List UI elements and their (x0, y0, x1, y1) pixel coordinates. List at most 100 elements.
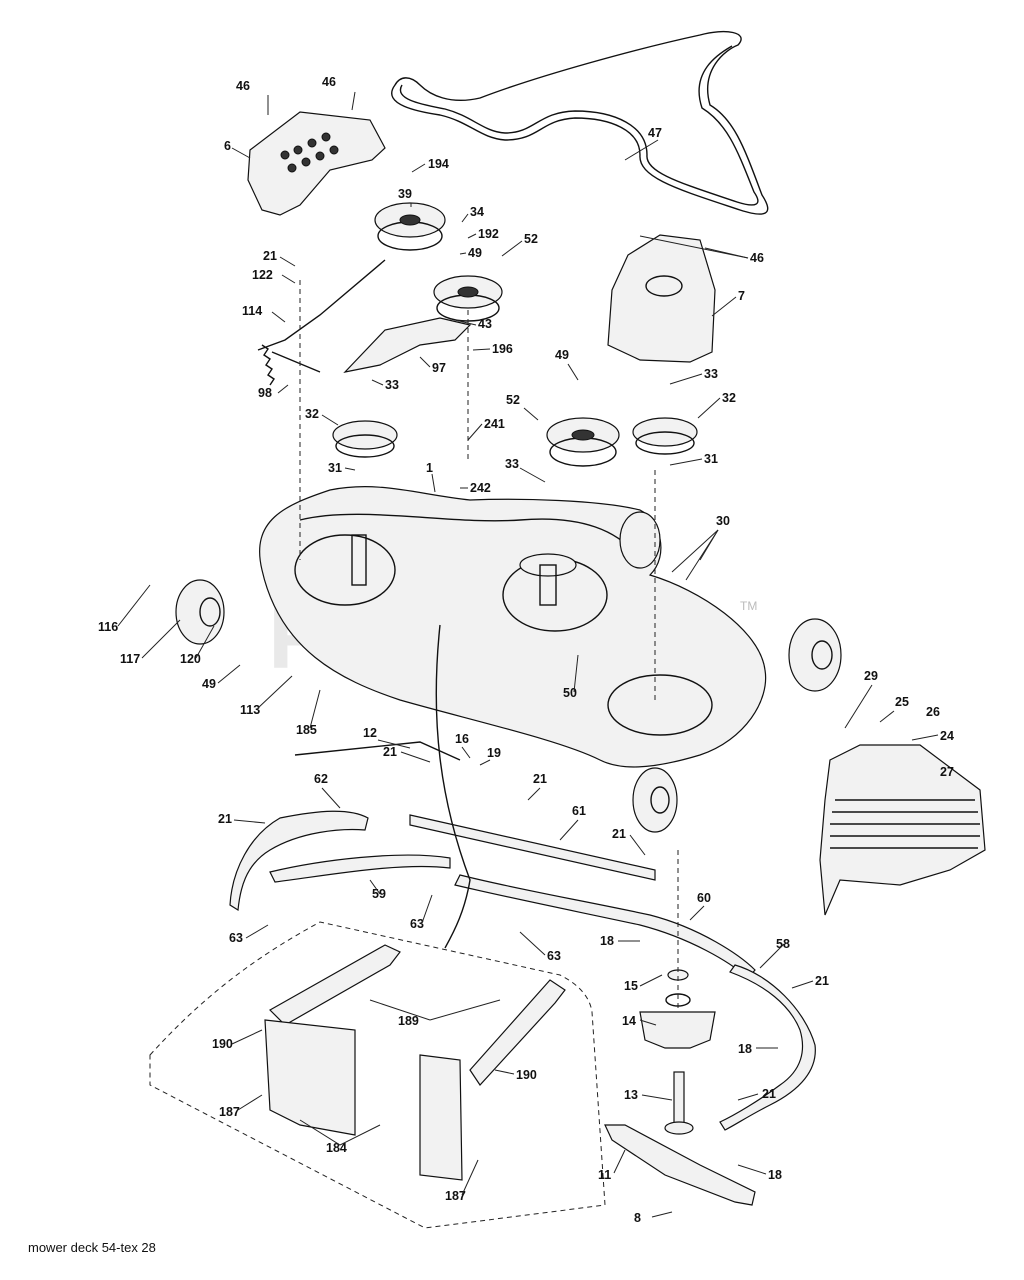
inset-link-189-right (469, 979, 566, 1086)
callout-33-c: 33 (704, 367, 718, 381)
belt-cover-right (607, 234, 716, 363)
callout-14: 14 (622, 1014, 636, 1028)
callout-58: 58 (776, 937, 790, 951)
inset-bracket-left (264, 1019, 356, 1136)
callout-13: 13 (624, 1088, 638, 1102)
spring-98 (261, 344, 321, 386)
callout-63-b: 63 (410, 917, 424, 931)
callout-29: 29 (864, 669, 878, 683)
lift-link-59 (269, 854, 451, 883)
callout-187-b: 187 (445, 1189, 466, 1203)
idler-pulley-39 (374, 202, 446, 251)
leader-lines (117, 91, 939, 1218)
callout-194: 194 (428, 157, 449, 171)
callout-185: 185 (296, 723, 317, 737)
callout-31-b: 31 (704, 452, 718, 466)
callout-21-e: 21 (612, 827, 626, 841)
callout-242: 242 (470, 481, 491, 495)
lift-arm-58 (719, 964, 816, 1131)
callout-50: 50 (563, 686, 577, 700)
lift-link-62 (229, 810, 369, 912)
callout-190-b: 190 (516, 1068, 537, 1082)
discharge-chute (819, 744, 986, 916)
lift-link-61 (409, 814, 656, 881)
callout-63-a: 63 (229, 931, 243, 945)
cover-vent-slots (280, 132, 339, 173)
callout-114: 114 (242, 304, 262, 318)
idler-pulley-52-upper (433, 275, 503, 322)
callout-31-a: 31 (328, 461, 342, 475)
callout-21-c: 21 (533, 772, 547, 786)
inset-frame (149, 921, 606, 1229)
callout-32-b: 32 (722, 391, 736, 405)
callout-26: 26 (926, 705, 940, 719)
callout-labels: 46 46 6 194 39 34 192 49 52 21 122 114 4… (98, 75, 954, 1225)
inset-bracket-right (419, 1054, 463, 1181)
spindle-shaft-13 (664, 1071, 694, 1135)
idler-arm-114 (257, 259, 386, 351)
callout-16: 16 (455, 732, 469, 746)
inset-link-189-left (269, 944, 401, 1026)
callout-116: 116 (98, 620, 118, 634)
callout-18-b: 18 (738, 1042, 752, 1056)
spindle-housing-14 (639, 969, 716, 1049)
callout-192: 192 (478, 227, 499, 241)
callout-49-c: 49 (202, 677, 216, 691)
callout-120: 120 (180, 652, 201, 666)
mower-blade-11 (604, 1124, 756, 1206)
callout-52-b: 52 (506, 393, 520, 407)
callout-46-b: 46 (322, 75, 336, 89)
idler-bracket-43 (343, 317, 472, 373)
callout-46-c: 46 (750, 251, 764, 265)
callout-27: 27 (940, 765, 954, 779)
callout-39: 39 (398, 187, 412, 201)
callout-1: 1 (426, 461, 433, 475)
callout-63-c: 63 (547, 949, 561, 963)
callout-49-a: 49 (468, 246, 482, 260)
callout-61: 61 (572, 804, 586, 818)
callout-6: 6 (224, 139, 231, 153)
spindle-pulley-32-left (332, 420, 398, 458)
callout-189: 189 (398, 1014, 419, 1028)
chute-ribs (830, 799, 980, 849)
callout-21-g: 21 (762, 1087, 776, 1101)
callout-21-b: 21 (383, 745, 397, 759)
callout-12: 12 (363, 726, 377, 740)
callout-190-a: 190 (212, 1037, 233, 1051)
callout-18-c: 18 (768, 1168, 782, 1182)
callout-122: 122 (252, 268, 273, 282)
callout-7: 7 (738, 289, 745, 303)
spindle-pulley-32-right (632, 417, 698, 455)
callout-113: 113 (240, 703, 260, 717)
callout-21-f: 21 (815, 974, 829, 988)
callout-30: 30 (716, 514, 730, 528)
gauge-wheel-right-upper (619, 511, 661, 569)
gauge-wheel-right (788, 618, 842, 692)
callout-117: 117 (120, 652, 140, 666)
callout-24: 24 (940, 729, 954, 743)
callout-8: 8 (634, 1211, 641, 1225)
drive-belt (391, 30, 769, 215)
callout-98: 98 (258, 386, 272, 400)
callout-21-d: 21 (218, 812, 232, 826)
callout-46-a: 46 (236, 79, 250, 93)
callout-43: 43 (478, 317, 492, 331)
mower-deck-shell (259, 486, 767, 768)
callout-47: 47 (648, 126, 662, 140)
callout-187-a: 187 (219, 1105, 240, 1119)
callout-34: 34 (470, 205, 484, 219)
callout-33-a: 33 (385, 378, 399, 392)
callout-52-a: 52 (524, 232, 538, 246)
callout-33-b: 33 (505, 457, 519, 471)
callout-32-a: 32 (305, 407, 319, 421)
callout-18-a: 18 (600, 934, 614, 948)
watermark-tm: TM (740, 599, 757, 613)
callout-25: 25 (895, 695, 909, 709)
deck-connector-arc (435, 624, 471, 949)
callout-19: 19 (487, 746, 501, 760)
callout-21-a: 21 (263, 249, 277, 263)
gauge-wheel-117 (175, 579, 225, 645)
gauge-wheel-front (632, 767, 678, 833)
callout-196: 196 (492, 342, 513, 356)
belt-cover-left (247, 111, 386, 216)
